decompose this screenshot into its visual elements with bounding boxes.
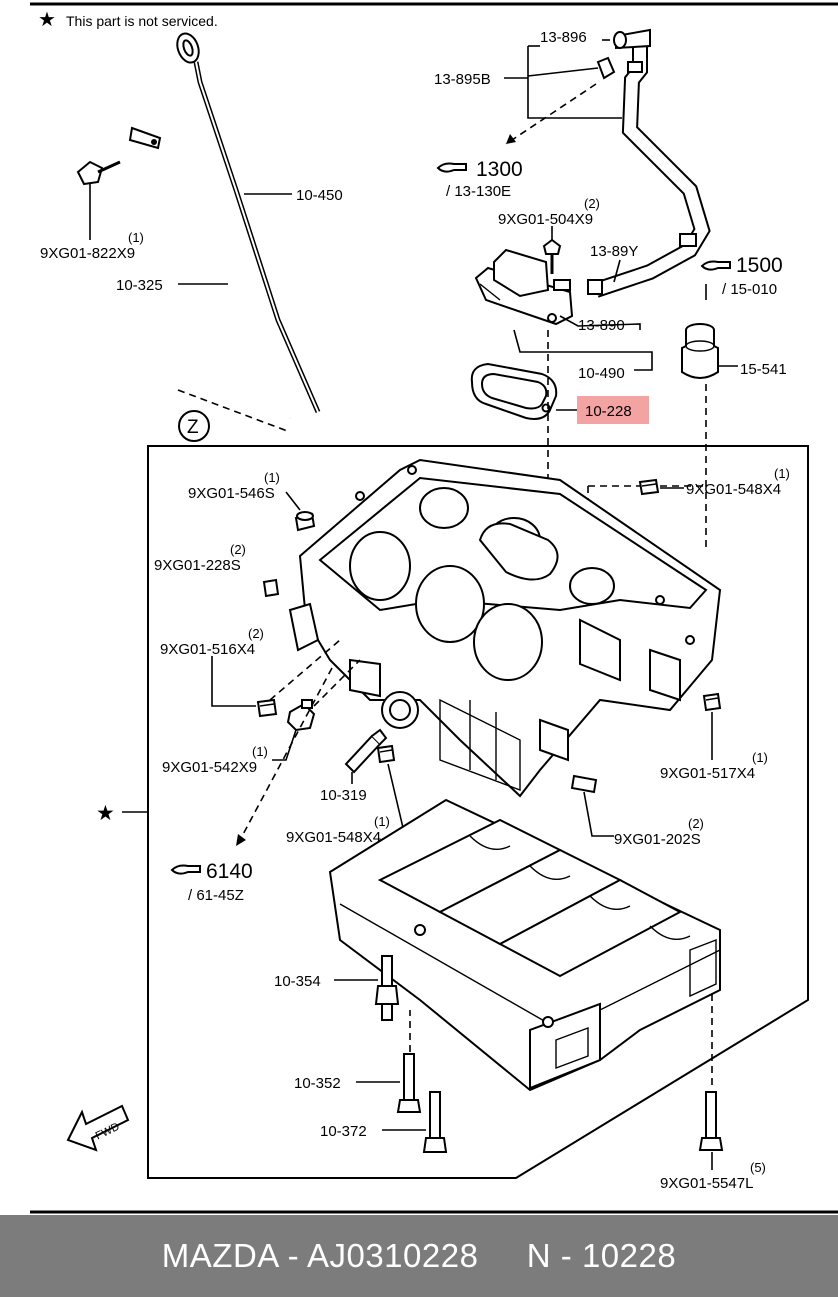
note-text: This part is not serviced. bbox=[66, 13, 218, 29]
label-10-228[interactable]: 10-228 bbox=[585, 403, 632, 420]
footer-part-number: MAZDA - AJ0310228 N - 10228 bbox=[161, 1237, 677, 1274]
label-9xg01-542x9: 9XG01-542X9 bbox=[162, 759, 257, 776]
ref-1300-sub: / 13-130E bbox=[446, 183, 511, 200]
label-13-896: 13-896 bbox=[540, 29, 587, 46]
star-marker: ★ bbox=[96, 802, 115, 825]
ref-6140: 6140 bbox=[206, 860, 253, 883]
qty-9xg01-202s: (2) bbox=[688, 816, 704, 831]
plug-542x9 bbox=[286, 699, 316, 732]
plug-517x4 bbox=[702, 692, 722, 712]
label-9xg01-548x4-bot: 9XG01-548X4 bbox=[286, 829, 381, 846]
stud-10-319 bbox=[344, 728, 388, 774]
label-9xg01-228s: 9XG01-228S bbox=[154, 557, 241, 574]
label-10-372: 10-372 bbox=[320, 1123, 367, 1140]
pcv-hose bbox=[587, 28, 711, 298]
label-9xg01-517x4: 9XG01-517X4 bbox=[660, 765, 755, 782]
oil-filler-pipe bbox=[681, 323, 719, 379]
label-13-895b: 13-895B bbox=[434, 71, 491, 88]
footer-bar: MAZDA - AJ0310228 N - 10228 bbox=[0, 1215, 838, 1297]
plug-516x4 bbox=[256, 698, 278, 718]
qty-9xg01-542x9: (1) bbox=[252, 744, 268, 759]
bolt-822x9 bbox=[76, 160, 121, 240]
qty-9xg01-548x4-top: (1) bbox=[774, 466, 790, 481]
bedplate bbox=[328, 798, 721, 1092]
qty-9xg01-517x4: (1) bbox=[752, 750, 768, 765]
qty-9xg01-228s: (2) bbox=[230, 542, 246, 557]
assembly-frame bbox=[147, 445, 809, 1179]
hand-pointer-icon bbox=[436, 162, 467, 173]
label-9xg01-516x4: 9XG01-516X4 bbox=[160, 641, 255, 658]
fwd-arrow-icon: FWD bbox=[66, 1104, 130, 1152]
bolt-5547l bbox=[698, 1091, 724, 1151]
label-15-541: 15-541 bbox=[740, 361, 787, 378]
bolt-10-372 bbox=[422, 1091, 448, 1153]
gasket-10-228 bbox=[470, 362, 558, 420]
bolt-10-354 bbox=[374, 955, 400, 1021]
qty-9xg01-548x4-bot: (1) bbox=[374, 814, 390, 829]
label-13-890: 13-890 bbox=[578, 317, 625, 334]
label-10-450: 10-450 bbox=[296, 187, 343, 204]
ref-1300: 1300 bbox=[476, 158, 523, 181]
label-9xg01-822x9: 9XG01-822X9 bbox=[40, 245, 135, 262]
oil-separator bbox=[474, 248, 574, 326]
label-9xg01-202s: 9XG01-202S bbox=[614, 831, 701, 848]
qty-9xg01-5547l: (5) bbox=[750, 1160, 766, 1175]
dipstick bbox=[176, 32, 321, 413]
plug-548x4-top bbox=[638, 478, 660, 496]
parts-diagram: ★ This part is not serviced. 9XG01-822X9… bbox=[30, 2, 838, 1214]
label-13-89y: 13-89Y bbox=[590, 243, 638, 260]
label-9xg01-5547l: 9XG01-5547L bbox=[660, 1175, 753, 1192]
bolt-10-352 bbox=[396, 1053, 422, 1113]
plug-546s bbox=[294, 511, 316, 532]
note-star: ★ bbox=[38, 9, 56, 31]
qty-9xg01-516x4: (2) bbox=[248, 626, 264, 641]
label-10-319: 10-319 bbox=[320, 787, 367, 804]
label-9xg01-504x9: 9XG01-504X9 bbox=[498, 211, 593, 228]
qty-9xg01-822x9: (1) bbox=[128, 230, 144, 245]
label-10-354: 10-354 bbox=[274, 973, 321, 990]
label-9xg01-548x4-top: 9XG01-548X4 bbox=[686, 481, 781, 498]
plug-548x4-bottom bbox=[376, 744, 396, 764]
qty-9xg01-546s: (1) bbox=[264, 470, 280, 485]
label-9xg01-546s: 9XG01-546S bbox=[188, 485, 275, 502]
cylinder-block bbox=[288, 458, 722, 798]
bolt-504x9 bbox=[542, 226, 562, 274]
hand-pointer-icon-1500 bbox=[700, 260, 731, 271]
zone-z-upper: Z bbox=[187, 417, 199, 438]
dipstick-tube bbox=[101, 65, 293, 419]
clip-13-895b bbox=[596, 56, 616, 80]
label-10-325: 10-325 bbox=[116, 277, 163, 294]
highlight-10-228 bbox=[577, 396, 649, 424]
label-10-352: 10-352 bbox=[294, 1075, 341, 1092]
ref-6140-sub: / 61-45Z bbox=[188, 887, 244, 904]
zone-z-circle-upper bbox=[178, 410, 210, 442]
hand-pointer-icon-6140 bbox=[170, 864, 201, 875]
dowel-228s bbox=[262, 578, 280, 598]
dowel-202s bbox=[570, 774, 598, 794]
label-10-490: 10-490 bbox=[578, 365, 625, 382]
ref-1500-sub: / 15-010 bbox=[722, 281, 777, 298]
qty-9xg01-504x9: (2) bbox=[584, 196, 600, 211]
ref-1500: 1500 bbox=[736, 254, 783, 277]
